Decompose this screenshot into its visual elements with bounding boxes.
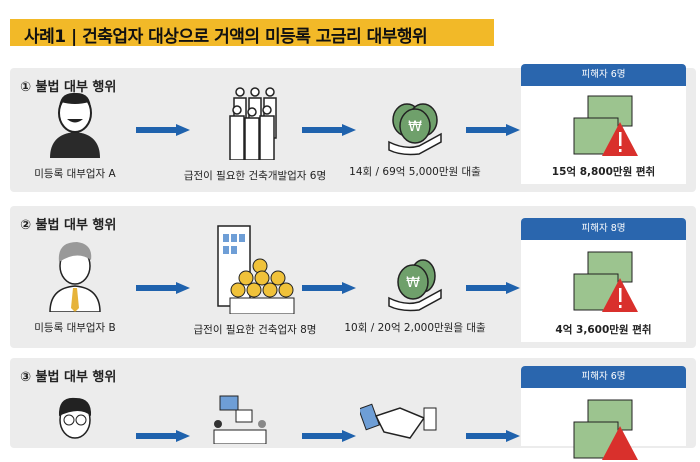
victim-count: 피해자 8명 [521, 218, 686, 240]
case-heading: ① 불법 대부 행위 [20, 80, 117, 95]
borrowers-step: 급전이 필요한 건축개발업자 6명 [170, 86, 340, 183]
victim-count: 피해자 6명 [521, 366, 686, 388]
case-panel-2: ② 불법 대부 행위 미등록 대부업자 B 급전이 필요한 건축업자 8명 ₩ … [10, 206, 696, 348]
lender-step: 미등록 대부업자 B [25, 238, 125, 335]
loan-label: 10회 / 20억 2,000만원을 대출 [344, 322, 486, 334]
handshake-icon [360, 403, 437, 439]
money-bag-hand-icon: ₩ [388, 259, 442, 312]
cash-warning-icon [573, 95, 638, 156]
money-bag-hand-icon: ₩ [388, 103, 442, 156]
lender-label: 미등록 대부업자 B [34, 322, 116, 334]
arrow-icon [466, 430, 520, 442]
case-panel-1: ① 불법 대부 행위 미등록 대부업자 A 급전이 필요한 건축개발업자 6명 … [10, 64, 696, 192]
case-heading: ② 불법 대부 행위 [20, 218, 117, 233]
borrowers-step: 급전이 필요한 건축업자 8명 [170, 224, 340, 337]
arrow-icon [466, 124, 520, 136]
group-people-icon [229, 87, 277, 160]
victim-box: 피해자 8명 4억 3,600만원 편취 [521, 218, 686, 342]
loan-step: ₩ 10회 / 20억 2,000만원을 대출 [340, 246, 490, 335]
cash-warning-icon [573, 251, 638, 312]
victim-count: 피해자 6명 [521, 64, 686, 86]
arrow-icon [466, 282, 520, 294]
case-heading: ③ 불법 대부 행위 [20, 370, 117, 385]
lender-person-icon [49, 242, 101, 312]
svg-text:₩: ₩ [408, 119, 422, 135]
case-panel-3: ③ 불법 대부 행위 피해자 6명 [10, 358, 696, 460]
lender-step: 미등록 대부업자 A [25, 88, 125, 181]
arrow-icon [136, 282, 190, 294]
lender-label: 미등록 대부업자 A [34, 168, 116, 180]
borrowers-label: 급전이 필요한 건축업자 8명 [193, 324, 317, 336]
arrow-icon [302, 124, 356, 136]
svg-text:₩: ₩ [406, 275, 420, 291]
victim-box: 피해자 6명 15억 8,800만원 편취 [521, 64, 686, 184]
arrow-icon [302, 282, 356, 294]
construction-workers-icon [217, 225, 295, 314]
lender-glasses-person-icon [58, 397, 92, 439]
damage-label: 15억 8,800만원 편취 [551, 166, 656, 178]
consultation-chat-icon [213, 395, 267, 444]
loan-label: 14회 / 69억 5,000만원 대출 [349, 166, 481, 178]
loan-step: ₩ 14회 / 69억 5,000만원 대출 [340, 90, 490, 179]
lender-person-icon [50, 92, 100, 158]
damage-label: 4억 3,600만원 편취 [555, 324, 652, 336]
arrow-icon [136, 124, 190, 136]
cash-warning-icon [573, 399, 638, 460]
page-title: 사례1 | 건축업자 대상으로 거액의 미등록 고금리 대부행위 [10, 19, 494, 47]
arrow-icon [302, 430, 356, 442]
arrow-icon [136, 430, 190, 442]
victim-box: 피해자 6명 [521, 366, 686, 460]
borrowers-label: 급전이 필요한 건축개발업자 6명 [183, 170, 327, 182]
